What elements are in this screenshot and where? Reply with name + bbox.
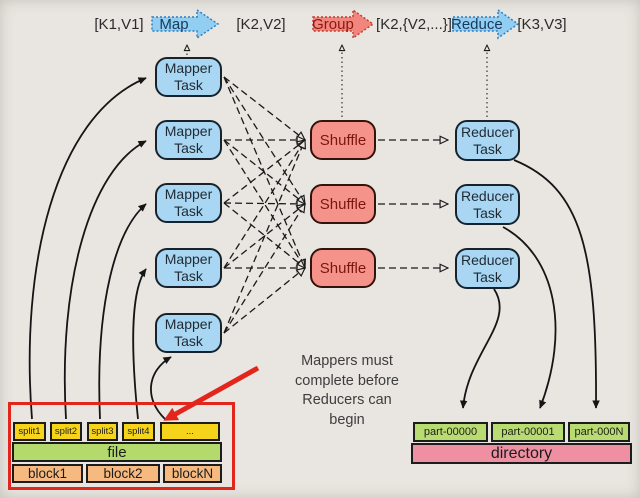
mapper-task-title: Mapper — [164, 60, 213, 76]
file-row: file — [12, 442, 222, 462]
mapper-task-subtitle: Task — [174, 203, 203, 219]
mapper-task-subtitle: Task — [174, 268, 203, 284]
kv-pair-k2v2: [K2,V2] — [236, 16, 286, 33]
mapper-task-title: Mapper — [164, 186, 213, 202]
phase-arrows — [151, 8, 520, 40]
group-arrow-label: Group — [312, 16, 354, 33]
note-line: complete before — [295, 372, 399, 389]
block-cell-n: blockN — [163, 464, 222, 483]
mapper-task-title: Mapper — [164, 251, 213, 267]
reduce-arrow-icon — [452, 8, 520, 40]
reducer-task-subtitle: Task — [473, 268, 502, 285]
group-arrow-icon — [312, 8, 375, 40]
reducer-task-title: Reducer — [461, 187, 514, 204]
shuffle-1: Shuffle — [310, 120, 376, 160]
mapper-task-subtitle: Task — [174, 140, 203, 156]
map-arrow-label: Map — [159, 16, 189, 33]
directory-row: directory — [411, 443, 632, 464]
split-to-mapper-connectors — [28, 77, 172, 420]
shuffle-to-reducer-connectors — [378, 140, 448, 268]
mapper-task-title: Mapper — [164, 123, 213, 139]
mappers-note: Mappers must complete before Reducers ca… — [262, 352, 432, 430]
mapper-task-title: Mapper — [164, 316, 213, 332]
mapper-to-shuffle-connectors — [223, 76, 305, 334]
note-line: begin — [329, 411, 365, 428]
block-cell-2: block2 — [86, 464, 160, 483]
highlight-red-arrow-icon — [163, 365, 260, 421]
kv-pair-k1v1: [K1,V1] — [94, 16, 144, 33]
input-highlight-frame — [8, 402, 235, 490]
block-cell-1: block1 — [12, 464, 83, 483]
reducer-task-title: Reducer — [461, 251, 514, 268]
mapper-task-subtitle: Task — [174, 333, 203, 349]
reduce-arrow-label: Reduce — [451, 16, 503, 33]
split-cell-more: ... — [160, 422, 220, 441]
note-line: Mappers must — [301, 353, 393, 369]
shuffle-2: Shuffle — [310, 184, 376, 224]
reducer-task-title: Reducer — [461, 123, 514, 140]
reducer-task-subtitle: Task — [473, 140, 502, 157]
part-cell-n: part-000N — [568, 422, 630, 442]
note-line: Reducers can — [302, 392, 392, 408]
kv-pair-k2v2set: [K2,{V2,...}] — [376, 16, 452, 33]
part-cell-00000: part-00000 — [413, 422, 488, 442]
mapper-task-subtitle: Task — [174, 77, 203, 93]
split-cell-4: split4 — [122, 422, 155, 441]
phase-link-connectors — [187, 45, 487, 117]
kv-pair-k3v3: [K3,V3] — [517, 16, 567, 33]
shuffle-3: Shuffle — [310, 248, 376, 288]
reducer-task-subtitle: Task — [473, 204, 502, 221]
reducer-to-part-connectors — [459, 159, 600, 409]
split-cell-2: split2 — [50, 422, 82, 441]
split-cell-1: split1 — [13, 422, 46, 441]
part-cell-00001: part-00001 — [491, 422, 565, 442]
map-arrow-icon — [151, 8, 220, 40]
split-cell-3: split3 — [87, 422, 118, 441]
